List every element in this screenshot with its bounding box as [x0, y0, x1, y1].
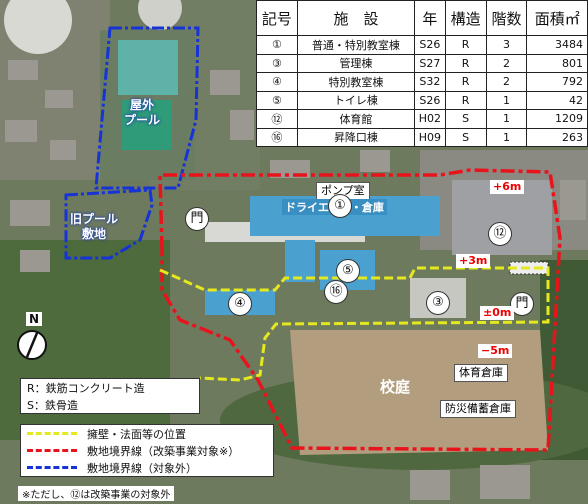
north-label: N — [26, 312, 43, 326]
blue-line-icon — [27, 466, 77, 469]
legend-r: R：鉄筋コンクリート造 — [27, 381, 145, 395]
footnote: ※ただし、⑫は改築事業の対象外 — [18, 486, 175, 501]
elevation-zero: ±0m — [480, 306, 515, 320]
line-legend: 擁壁・法面等の位置 敷地境界線（改築事業対象※） 敷地境界線（対象外） — [20, 424, 274, 477]
schoolyard-label: 校庭 — [380, 378, 411, 396]
elevation-plus3: +3m — [456, 254, 491, 268]
old-pool-site-label: 旧プール 敷地 — [70, 212, 119, 241]
outdoor-pool-label: 屋外 プール — [124, 98, 161, 127]
elevation-minus5: −5m — [478, 344, 513, 358]
legend-row: 敷地境界線（対象外） — [21, 459, 273, 476]
yellow-line-icon — [27, 432, 77, 435]
legend-row: 擁壁・法面等の位置 — [21, 425, 273, 442]
red-line-icon — [27, 449, 77, 452]
col-structure: 構造 — [444, 0, 487, 36]
boundary-target — [158, 168, 562, 452]
boundary-excluded-pool — [94, 26, 200, 190]
gate-marker: 門 — [510, 292, 534, 316]
building-mark-5: ⑤ — [336, 259, 360, 283]
col-mark: 記号 — [256, 0, 298, 36]
building-mark-3: ③ — [426, 291, 450, 315]
boundary-excluded-oldpool — [64, 188, 154, 260]
col-facility: 施 設 — [296, 0, 416, 36]
col-year: 年 — [414, 0, 446, 36]
schoolyard-area — [290, 330, 548, 455]
gym-storage-label: 体育倉庫 — [454, 364, 508, 382]
structure-legend: R：鉄筋コンクリート造 S：鉄骨造 — [20, 378, 200, 414]
elevation-plus6: +6m — [490, 180, 525, 194]
tank-shape — [4, 0, 72, 54]
gate-marker: 門 — [185, 207, 209, 231]
building-mark-16: ⑯ — [324, 280, 348, 304]
building-mark-4: ④ — [228, 292, 252, 316]
col-floors: 階数 — [485, 0, 528, 36]
col-area: 面積㎡ — [526, 0, 588, 36]
retaining-wall-line — [159, 266, 550, 382]
building-mark-12: ⑫ — [488, 222, 512, 246]
disaster-storage-label: 防災備蓄倉庫 — [440, 400, 516, 418]
legend-row: 敷地境界線（改築事業対象※） — [21, 442, 273, 459]
building-mark-1: ① — [328, 194, 352, 218]
legend-s: S：鉄骨造 — [27, 398, 78, 412]
